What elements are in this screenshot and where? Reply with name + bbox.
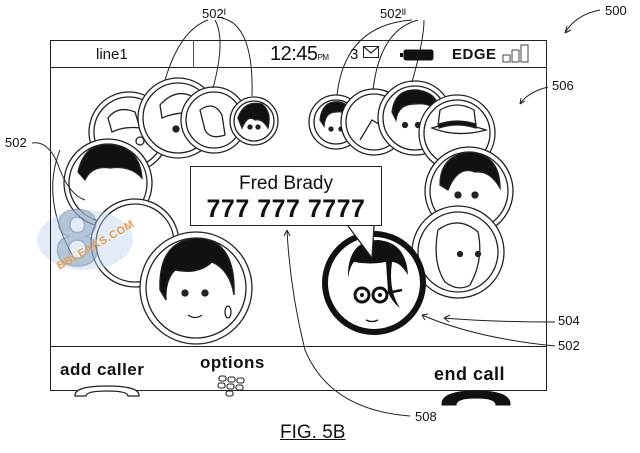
status-bar bbox=[50, 40, 547, 68]
envelope-icon bbox=[362, 46, 379, 58]
clock: 12:45PM bbox=[270, 43, 329, 65]
battery-icon bbox=[400, 49, 434, 61]
message-count: 3 bbox=[350, 46, 359, 63]
phone-handset-filled-icon bbox=[441, 390, 511, 406]
ref-504: 504 bbox=[558, 313, 580, 328]
end-call-label: end call bbox=[434, 364, 506, 384]
caller-name: Fred Brady bbox=[239, 173, 333, 194]
device-screen bbox=[50, 40, 547, 391]
avatar-left-top-4[interactable] bbox=[229, 96, 279, 146]
status-divider bbox=[193, 40, 194, 68]
options-button[interactable]: options bbox=[200, 353, 265, 405]
caller-info-box: Fred Brady 777 777 7777 bbox=[190, 166, 382, 226]
avatar-left-top-3[interactable] bbox=[180, 86, 248, 154]
watermark-logo: 8 bbox=[37, 192, 133, 283]
figure-label: FIG. 5B bbox=[280, 422, 346, 443]
end-call-button[interactable]: end call bbox=[434, 364, 512, 412]
options-label: options bbox=[200, 353, 265, 372]
caller-number: 777 777 7777 bbox=[206, 195, 366, 223]
avatar-selected[interactable] bbox=[322, 231, 426, 335]
phone-handset-outline-icon bbox=[74, 385, 140, 397]
add-caller-label: add caller bbox=[60, 360, 145, 379]
ref-502-selected: 502 bbox=[558, 338, 580, 353]
add-caller-button[interactable]: add caller bbox=[60, 360, 144, 403]
ref-506: 506 bbox=[552, 78, 574, 93]
signal-strength-icon bbox=[502, 44, 529, 63]
avatar-left-front[interactable] bbox=[139, 231, 253, 345]
avatar-right-low[interactable] bbox=[411, 205, 505, 299]
ref-502-i: 502ᴵ bbox=[202, 6, 226, 21]
network-type: EDGE bbox=[452, 46, 497, 63]
ref-502-ii: 502ᴵᴵ bbox=[380, 6, 407, 21]
svg-text:8: 8 bbox=[55, 193, 100, 282]
message-indicator[interactable]: 3 bbox=[350, 46, 379, 63]
ref-502-left: 502 bbox=[5, 135, 27, 150]
softkey-bar bbox=[50, 346, 547, 391]
ref-500: 500 bbox=[605, 3, 627, 18]
ref-508: 508 bbox=[415, 409, 437, 424]
caller-pointer bbox=[347, 225, 375, 260]
blackberry-logo-icon bbox=[217, 375, 245, 397]
line-indicator[interactable]: line1 bbox=[96, 46, 128, 63]
